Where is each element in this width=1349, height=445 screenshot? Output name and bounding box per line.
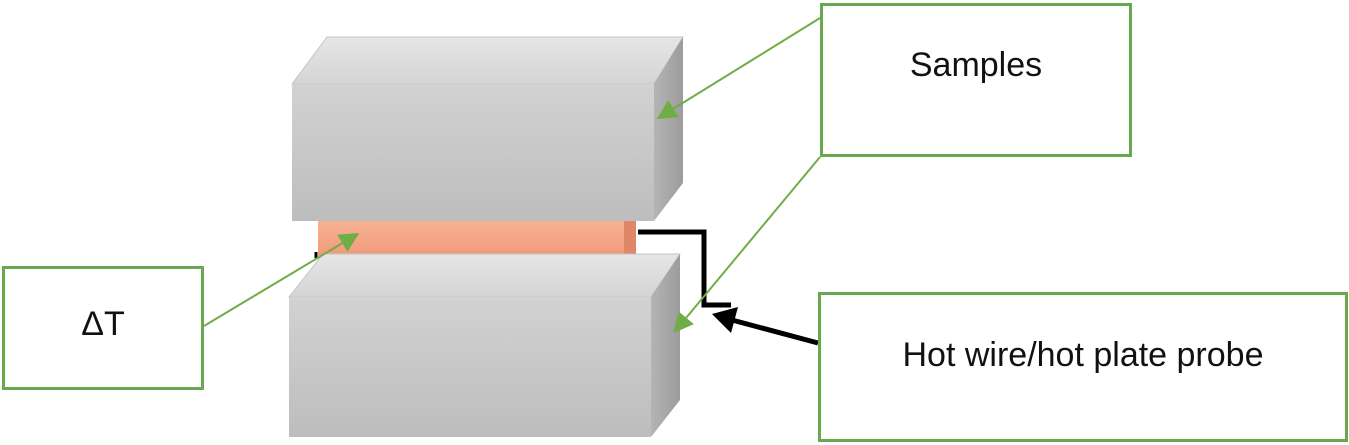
samples-label: Samples: [909, 45, 1043, 84]
black-arrow-icon: [712, 307, 819, 346]
delta-t-label-box: ΔT: [2, 266, 204, 390]
samples-pointer-upper: [656, 17, 821, 120]
probe-plate: [314, 220, 636, 258]
probe-label: Hot wire/hot plate probe: [902, 335, 1264, 374]
delta-t-pointer: [203, 232, 360, 327]
probe-wire: [638, 229, 731, 308]
samples-label-box: Samples: [820, 3, 1132, 157]
upper-sample-block: [291, 36, 684, 221]
samples-pointer-lower: [673, 156, 821, 334]
lower-sample-block: [287, 253, 681, 437]
delta-t-label: ΔT: [81, 304, 125, 343]
probe-label-box: Hot wire/hot plate probe: [818, 292, 1348, 442]
